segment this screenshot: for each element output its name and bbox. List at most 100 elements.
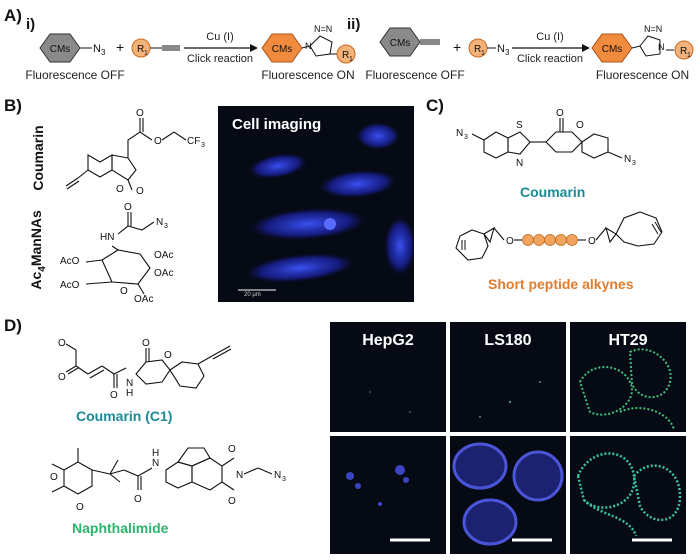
plus-sign: + — [116, 39, 124, 55]
micro-ht29-top: HT29 — [570, 322, 686, 432]
panel-a-label: A) — [4, 6, 22, 25]
panel-a-ii-label: ii) — [347, 16, 361, 33]
svg-text:O: O — [120, 286, 128, 297]
svg-text:N: N — [156, 217, 163, 228]
ht29-top-signal — [578, 348, 675, 431]
hepg2-top-signal — [369, 391, 411, 413]
svg-text:H: H — [152, 448, 159, 459]
svg-text:AcO: AcO — [60, 280, 80, 291]
svg-text:O: O — [124, 202, 132, 213]
coumarin-c1-caption: Coumarin (C1) — [76, 408, 173, 424]
svg-text:3: 3 — [505, 48, 510, 57]
svg-text:O: O — [164, 350, 172, 361]
svg-text:N: N — [152, 458, 159, 469]
r1-alkyne: R 1 — [131, 38, 180, 58]
reaction-arrow-i: Cu (I) Click reaction — [184, 31, 258, 65]
svg-text:O: O — [154, 136, 162, 147]
svg-text:1: 1 — [349, 56, 353, 63]
panel-a-i-label: i) — [26, 16, 36, 33]
ht29-label: HT29 — [608, 332, 648, 349]
svg-text:O: O — [506, 236, 514, 247]
svg-text:3: 3 — [632, 160, 636, 167]
micro-ht29-bottom — [570, 436, 686, 554]
svg-text:N: N — [456, 128, 463, 139]
reaction-arrow-ii: Cu (I) Click reaction — [512, 31, 590, 65]
svg-text:CMs: CMs — [390, 38, 411, 49]
svg-text:N: N — [658, 42, 665, 52]
svg-text:O: O — [58, 338, 66, 349]
fluorescence-on-ii: Fluorescence ON — [595, 68, 690, 82]
svg-text:R: R — [680, 46, 687, 57]
svg-text:O: O — [556, 108, 564, 119]
scale-bar-label: 20 μm — [244, 292, 261, 298]
short-peptide-alkyne-structure: O O — [455, 211, 663, 261]
svg-text:O: O — [58, 372, 66, 383]
svg-text:1: 1 — [687, 52, 691, 59]
fluorescence-on-i: Fluorescence ON — [261, 68, 355, 82]
cell-imaging-title: Cell imaging — [232, 116, 322, 133]
svg-text:HN: HN — [100, 232, 114, 243]
hepg2-bottom-signal — [346, 465, 430, 542]
svg-text:3: 3 — [201, 142, 205, 149]
svg-text:N: N — [236, 470, 243, 481]
svg-text:O: O — [576, 120, 584, 131]
panel-b-label: B) — [4, 96, 22, 115]
micro-ls180-bottom — [450, 436, 566, 554]
svg-text:R: R — [137, 44, 144, 55]
svg-text:N: N — [497, 43, 505, 55]
svg-text:N=N: N=N — [314, 24, 332, 34]
svg-text:O: O — [588, 236, 596, 247]
coumarin-c1-structure: O O O N H O O — [58, 338, 232, 401]
svg-text:O: O — [136, 186, 144, 197]
svg-text:Click reaction: Click reaction — [187, 53, 253, 65]
micro-ls180-top: LS180 — [450, 322, 566, 432]
svg-text:O: O — [50, 472, 58, 483]
ht29-bottom-signal — [576, 452, 682, 542]
r1-azide: R 1 N 3 — [468, 38, 510, 58]
svg-text:OAc: OAc — [154, 250, 173, 261]
ls180-bottom-signal — [452, 442, 564, 546]
naphthalimide-structure: O O O N H O O N N 3 — [50, 444, 286, 513]
micro-hepg2-top: HepG2 — [330, 322, 446, 432]
svg-text:3: 3 — [282, 476, 286, 483]
ls180-top-signal — [479, 381, 541, 418]
svg-text:AcO: AcO — [60, 256, 80, 267]
svg-text:O: O — [76, 502, 84, 513]
svg-text:O: O — [136, 108, 144, 119]
product-ii: CMs N=N N R 1 — [591, 24, 694, 63]
svg-text:R: R — [474, 44, 481, 55]
panel-c-label: C) — [426, 96, 444, 115]
svg-text:N: N — [93, 43, 101, 55]
naphthalimide-caption: Naphthalimide — [72, 520, 169, 536]
svg-text:CMs: CMs — [272, 44, 293, 55]
cell-imaging-panel: Cell imaging 20 μm — [218, 106, 414, 302]
fluorescence-off-i: Fluorescence OFF — [25, 68, 125, 82]
svg-text:O: O — [134, 494, 142, 505]
hepg2-label: HepG2 — [362, 332, 414, 349]
svg-text:O: O — [116, 184, 124, 195]
fluorescence-off-ii: Fluorescence OFF — [365, 68, 465, 82]
svg-text:H: H — [126, 388, 133, 399]
svg-text:O: O — [142, 338, 150, 349]
svg-text:N: N — [305, 41, 312, 51]
cell-imaging-fluorescence — [238, 122, 414, 291]
svg-text:CMs: CMs — [602, 44, 623, 55]
product-i: CMs N=N N R 1 — [261, 24, 356, 64]
svg-text:Cu (I): Cu (I) — [206, 31, 234, 43]
svg-text:3: 3 — [101, 48, 106, 57]
svg-text:N: N — [126, 378, 133, 389]
svg-text:N: N — [624, 154, 631, 165]
cms-off-hexagon: CMs N 3 — [39, 33, 106, 63]
short-peptide-caption: Short peptide alkynes — [488, 276, 634, 292]
svg-text:3: 3 — [164, 223, 168, 230]
svg-text:N=N: N=N — [644, 24, 662, 34]
svg-text:Click reaction: Click reaction — [517, 53, 583, 65]
coumarin-c-caption: Coumarin — [520, 184, 586, 200]
svg-text:O: O — [228, 444, 236, 455]
ls180-label: LS180 — [484, 332, 532, 349]
cms-alkyne-hexagon: CMs — [379, 27, 440, 57]
coumarin-b-structure: O O CF 3 O O — [65, 108, 205, 197]
svg-text:N: N — [516, 158, 523, 169]
panel-a-scheme: CMs N 3 + R 1 Cu (I) Click reaction CMs … — [39, 24, 694, 65]
svg-text:OAc: OAc — [134, 294, 153, 305]
